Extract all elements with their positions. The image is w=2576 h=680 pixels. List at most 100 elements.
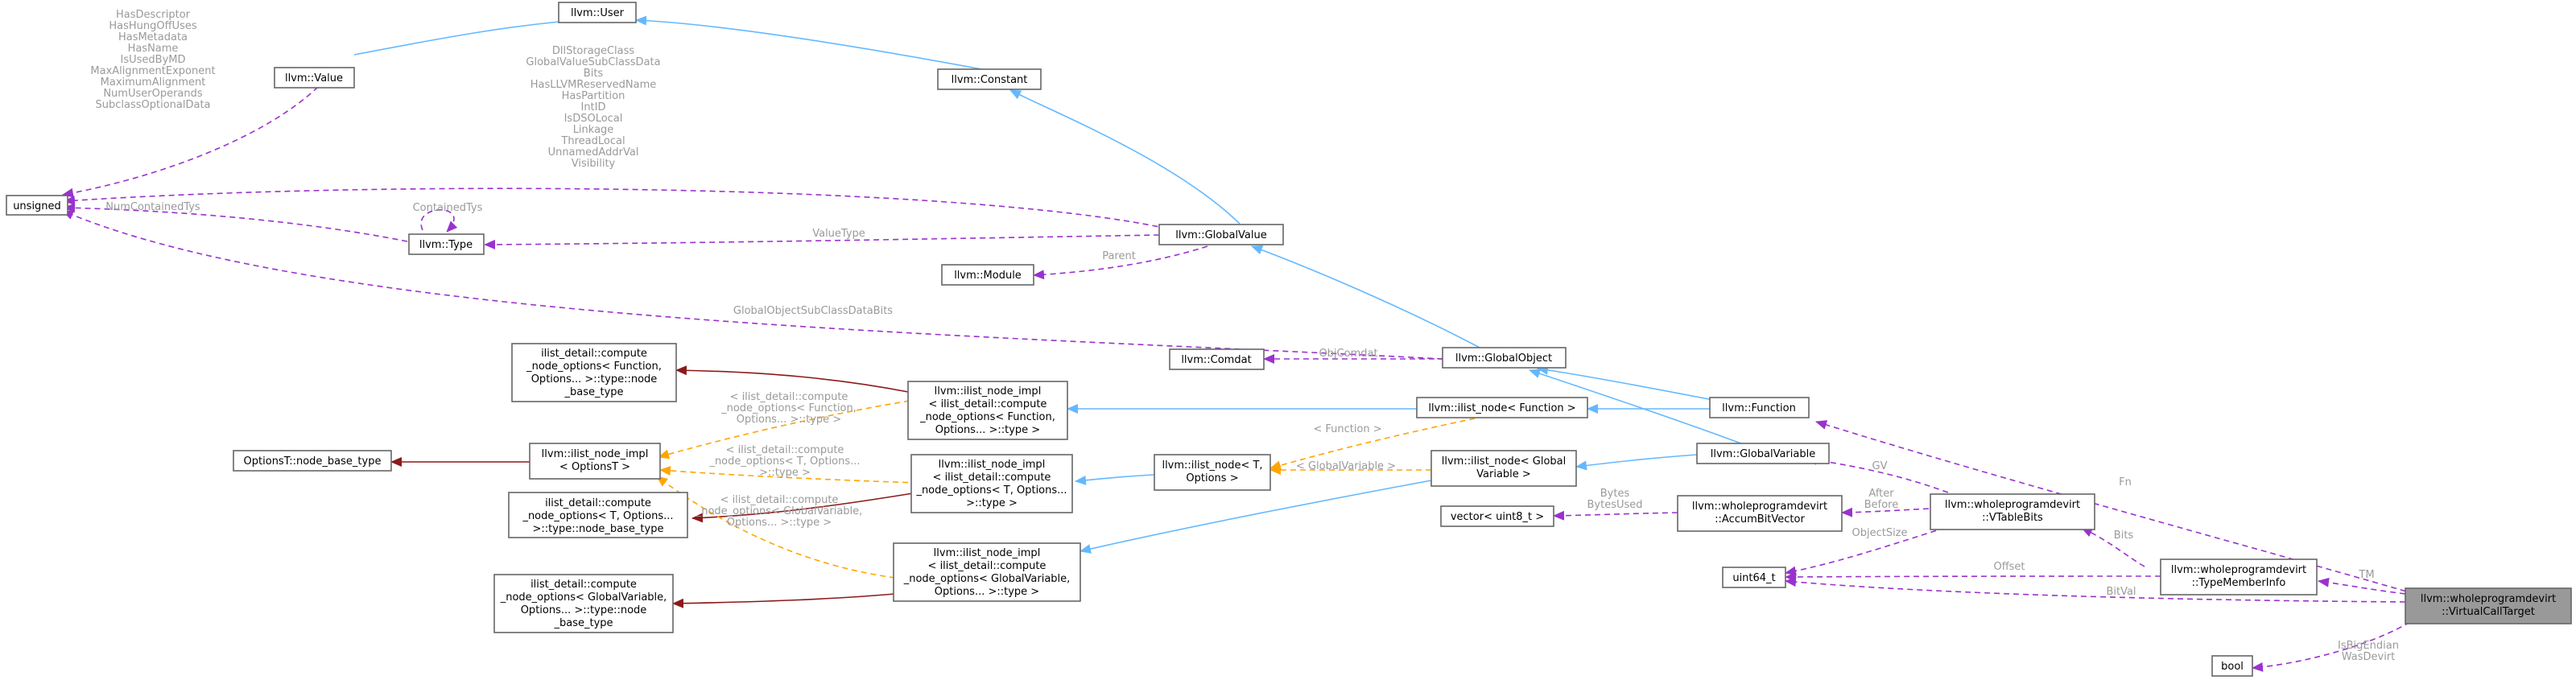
svg-text:llvm::wholeprogramdevirt::Virt: llvm::wholeprogramdevirt::VirtualCallTar… (2421, 593, 2556, 618)
edge-impl-t-to-compute (691, 492, 919, 523)
text-line: Options... >::type > (727, 517, 832, 529)
label-objcomdat: ObjComdat (1319, 348, 1377, 360)
text-line: < OptionsT > (559, 461, 630, 473)
node-compute-function[interactable]: ilist_detail::compute_node_options< Func… (511, 343, 677, 402)
text-line: llvm::Type (419, 239, 473, 251)
node-vtablebits[interactable]: llvm::wholeprogramdevirt::VTableBits (1930, 493, 2095, 530)
svg-text:vector< uint8_t >: vector< uint8_t > (1451, 511, 1544, 523)
node-ilist-impl-t[interactable]: llvm::ilist_node_impl< ilist_detail::com… (910, 454, 1073, 513)
text-line: llvm::wholeprogramdevirt (1692, 501, 1827, 513)
node-optionst-base[interactable]: OptionsT::node_base_type (233, 450, 392, 472)
edge-vtablebits-to-accumbitvector (1841, 507, 1930, 517)
text-line: ::AccumBitVector (1715, 513, 1805, 525)
node-bool[interactable]: bool (2211, 655, 2253, 677)
text-line: ObjectSize (1852, 527, 1907, 539)
text-line: MaximumAlignment (101, 76, 206, 89)
svg-text:llvm::Module: llvm::Module (954, 270, 1022, 282)
text-line: WasDevirt (2342, 651, 2396, 663)
svg-text:llvm::wholeprogramdevirt::VTab: llvm::wholeprogramdevirt::VTableBits (1945, 499, 2080, 524)
text-line: llvm::ilist_node< Function > (1428, 402, 1575, 414)
node-accumbitvector[interactable]: llvm::wholeprogramdevirt::AccumBitVector (1677, 495, 1843, 532)
text-line: llvm::ilist_node_impl (542, 448, 649, 460)
text-line: IsDSOLocal (564, 113, 623, 125)
node-unsigned[interactable]: unsigned (6, 195, 68, 216)
text-line: BitVal (2106, 586, 2136, 598)
node-compute-globalvariable[interactable]: ilist_detail::compute_node_options< Glob… (493, 574, 674, 633)
text-line: < ilist_detail::compute (928, 560, 1046, 572)
text-line: _node_options< GlobalVariable, (903, 573, 1071, 585)
node-value[interactable]: llvm::Value (274, 67, 355, 89)
node-module[interactable]: llvm::Module (941, 264, 1034, 286)
node-ilist-impl-globalvariable[interactable]: llvm::ilist_node_impl< ilist_detail::com… (893, 542, 1081, 602)
svg-text:llvm::ilist_node< GlobalVariab: llvm::ilist_node< GlobalVariable > (1442, 455, 1566, 480)
text-line: ::VTableBits (1982, 512, 2043, 524)
node-vector-uint8[interactable]: vector< uint8_t > (1440, 505, 1554, 527)
text-line: ilist_detail::compute (541, 348, 647, 360)
text-line: < GlobalVariable > (1296, 460, 1396, 472)
text-line: HasName (128, 43, 179, 55)
text-line: < ilist_detail::compute (726, 444, 844, 456)
svg-text:llvm::Value: llvm::Value (285, 72, 343, 84)
text-line: IsBigEndian (2338, 640, 2399, 652)
node-user[interactable]: llvm::User (558, 2, 637, 23)
svg-text:llvm::ilist_node< T,Options >: llvm::ilist_node< T,Options > (1162, 460, 1262, 484)
node-uint64[interactable]: uint64_t (1722, 567, 1786, 588)
text-line: vector< uint8_t > (1451, 511, 1544, 523)
edge-impl-function-to-compute (675, 365, 909, 393)
text-line: Visibility (572, 158, 616, 170)
svg-text:llvm::ilist_node_impl< ilist_d: llvm::ilist_node_impl< ilist_detail::com… (919, 385, 1055, 436)
node-constant[interactable]: llvm::Constant (937, 68, 1042, 90)
node-typememberinfo[interactable]: llvm::wholeprogramdevirt::TypeMemberInfo (2160, 558, 2318, 596)
node-compute-t[interactable]: ilist_detail::compute_node_options< T, O… (508, 492, 688, 538)
node-ilist-impl-function[interactable]: llvm::ilist_node_impl< ilist_detail::com… (907, 381, 1068, 440)
label-type-self: ContainedTys (413, 202, 483, 214)
label-valuetype: ValueType (812, 228, 865, 240)
text-line: Options... >::type > (935, 586, 1039, 598)
text-line: GV (1872, 460, 1888, 472)
node-function[interactable]: llvm::Function (1709, 397, 1810, 418)
node-ilist-impl-optionst[interactable]: llvm::ilist_node_impl< OptionsT > (529, 443, 661, 480)
edge-globalvalue-to-type (484, 234, 1160, 249)
node-comdat[interactable]: llvm::Comdat (1169, 348, 1265, 370)
edge-globalvariable-to-ilist-gv (1575, 454, 1698, 471)
text-line: llvm::ilist_node_impl (939, 459, 1046, 471)
text-line: HasMetadata (118, 31, 188, 43)
text-line: Linkage (573, 124, 614, 136)
svg-text:llvm::GlobalObject: llvm::GlobalObject (1455, 352, 1552, 365)
svg-text:ilist_detail::compute_node_opt: ilist_detail::compute_node_options< Func… (526, 348, 662, 398)
text-line: >::type > (759, 467, 811, 479)
label-tmpl-impl-function: < ilist_detail::compute_node_options< Fu… (720, 391, 857, 426)
text-line: Parent (1102, 250, 1136, 262)
text-line: _node_options< Function, (720, 402, 857, 414)
text-line: llvm::GlobalValue (1175, 229, 1267, 241)
node-ilist-node-function[interactable]: llvm::ilist_node< Function > (1416, 397, 1588, 418)
svg-text:llvm::wholeprogramdevirt::Type: llvm::wholeprogramdevirt::TypeMemberInfo (2171, 564, 2306, 589)
node-virtualcalltarget[interactable]: llvm::wholeprogramdevirt::VirtualCallTar… (2405, 587, 2572, 624)
text-line: Variable > (1476, 468, 1531, 480)
svg-text:uint64_t: uint64_t (1732, 572, 1775, 584)
text-line: ContainedTys (413, 202, 483, 214)
node-globalvariable[interactable]: llvm::GlobalVariable (1696, 443, 1830, 464)
text-line: Options... >::type > (737, 414, 841, 426)
text-line: _node_options< Function, (919, 411, 1055, 423)
svg-text:llvm::ilist_node< Function >: llvm::ilist_node< Function > (1428, 402, 1575, 414)
node-ilist-node-t[interactable]: llvm::ilist_node< T,Options > (1154, 454, 1271, 491)
label-bitval: BitVal (2106, 586, 2136, 598)
text-line: >::type > (966, 497, 1018, 509)
text-line: llvm::Constant (952, 74, 1028, 86)
svg-text:llvm::wholeprogramdevirt::Accu: llvm::wholeprogramdevirt::AccumBitVector (1692, 501, 1827, 525)
text-line: GlobalValueSubClassData (526, 56, 660, 68)
svg-text:OptionsT::node_base_type: OptionsT::node_base_type (244, 455, 382, 468)
svg-text:llvm::GlobalVariable: llvm::GlobalVariable (1711, 448, 1815, 460)
node-globalvalue[interactable]: llvm::GlobalValue (1158, 224, 1284, 245)
text-line: After (1868, 488, 1894, 500)
text-line: llvm::Function (1722, 402, 1796, 414)
node-type[interactable]: llvm::Type (408, 233, 485, 255)
node-globalobject[interactable]: llvm::GlobalObject (1442, 347, 1567, 369)
text-line: Options... >::type::node (531, 373, 658, 385)
text-line: Bits (584, 68, 604, 80)
text-line: llvm::GlobalObject (1455, 352, 1552, 365)
